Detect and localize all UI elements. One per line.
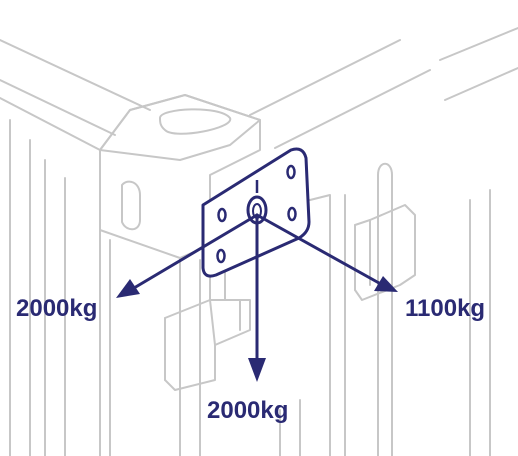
bolt-hole-top-right	[286, 164, 296, 180]
locking-bar	[377, 162, 393, 456]
load-label-right: 1100kg	[405, 295, 486, 322]
load-label-down: 2000kg	[207, 397, 289, 424]
lashing-plate-icon	[201, 147, 311, 278]
lower-frame	[279, 189, 491, 456]
top-rail-right	[249, 27, 518, 149]
bolt-hole-bottom-right	[287, 206, 297, 222]
door-bracket-face	[164, 299, 216, 381]
force-arrow-down-icon	[248, 213, 266, 382]
corner-casting-slot-side	[121, 180, 141, 231]
load-label-left: 2000kg	[16, 295, 98, 322]
bolt-hole-bottom-left	[216, 248, 226, 264]
bolt-hole-top-left	[217, 207, 227, 223]
door-bracket	[164, 299, 251, 391]
corner-post-left	[9, 119, 111, 456]
locking-bar-guide-face	[354, 219, 371, 291]
corner-post-front	[179, 244, 211, 456]
corner-casting-top-face	[99, 94, 261, 161]
force-arrow-right-icon	[255, 213, 398, 292]
top-rail-left	[0, 39, 151, 151]
force-arrow-left-icon	[116, 213, 259, 298]
corner-casting-slot-top	[159, 108, 232, 135]
locking-bar-guide	[354, 204, 416, 301]
bolt-holes	[216, 164, 297, 264]
